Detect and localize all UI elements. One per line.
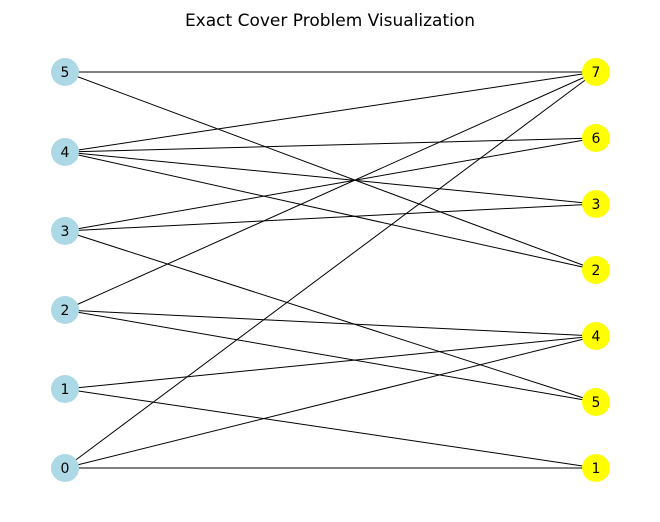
right-node-label-7: 7 [592,65,601,81]
left-node-0: 0 [51,454,79,482]
left-node-label-1: 1 [61,382,70,398]
edge-2-5 [64,309,597,403]
left-node-label-2: 2 [61,303,70,319]
left-node-label-3: 3 [61,224,70,240]
left-node-circle-4 [51,138,79,166]
edge-3-3 [64,203,597,232]
left-node-label-0: 0 [61,461,70,477]
edge-4-6 [64,137,597,153]
right-node-circle-3 [582,190,610,218]
edges-layer [64,71,597,469]
left-node-2: 2 [51,296,79,324]
right-node-circle-7 [582,58,610,86]
right-node-circle-5 [582,388,610,416]
left-node-1: 1 [51,375,79,403]
edge-1-4 [64,335,597,390]
right-node-circle-2 [582,256,610,284]
left-node-circle-1 [51,375,79,403]
edge-0-7 [64,71,597,469]
left-node-label-4: 4 [61,145,70,161]
left-node-3: 3 [51,217,79,245]
right-node-5: 5 [582,388,610,416]
left-node-circle-2 [51,296,79,324]
edge-2-7 [64,71,597,311]
nodes-layer: 5 4 3 2 1 0 7 6 3 2 4 5 1 [51,58,610,482]
edge-3-5 [64,230,597,403]
right-node-3: 3 [582,190,610,218]
right-node-7: 7 [582,58,610,86]
edge-1-1 [64,388,597,469]
edge-0-4 [64,335,597,469]
edge-2-4 [64,309,597,337]
edge-4-2 [64,151,597,271]
left-node-4: 4 [51,138,79,166]
edge-4-7 [64,71,597,153]
right-node-circle-1 [582,454,610,482]
left-node-5: 5 [51,58,79,86]
right-node-label-4: 4 [592,329,601,345]
right-node-label-3: 3 [592,197,601,213]
right-node-label-5: 5 [592,395,601,411]
right-node-2: 2 [582,256,610,284]
left-node-circle-3 [51,217,79,245]
right-node-circle-4 [582,322,610,350]
right-node-6: 6 [582,124,610,152]
left-node-circle-5 [51,58,79,86]
right-node-circle-6 [582,124,610,152]
right-node-label-2: 2 [592,263,601,279]
right-node-4: 4 [582,322,610,350]
edge-5-2 [64,71,597,271]
left-node-label-5: 5 [61,65,70,81]
left-node-circle-0 [51,454,79,482]
right-node-1: 1 [582,454,610,482]
figure-title: Exact Cover Problem Visualization [185,11,475,31]
edge-3-6 [64,137,597,232]
right-node-label-1: 1 [592,461,601,477]
edge-4-3 [64,151,597,205]
right-node-label-6: 6 [592,131,601,147]
